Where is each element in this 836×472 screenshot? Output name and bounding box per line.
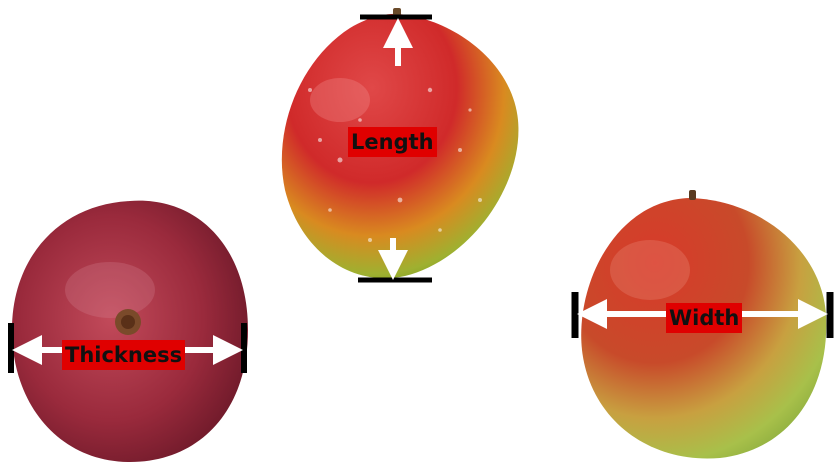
- length-label: Length: [348, 127, 437, 157]
- mango-thickness: [12, 201, 248, 462]
- thickness-label: Thickness: [62, 340, 185, 370]
- width-label: Width: [666, 303, 742, 333]
